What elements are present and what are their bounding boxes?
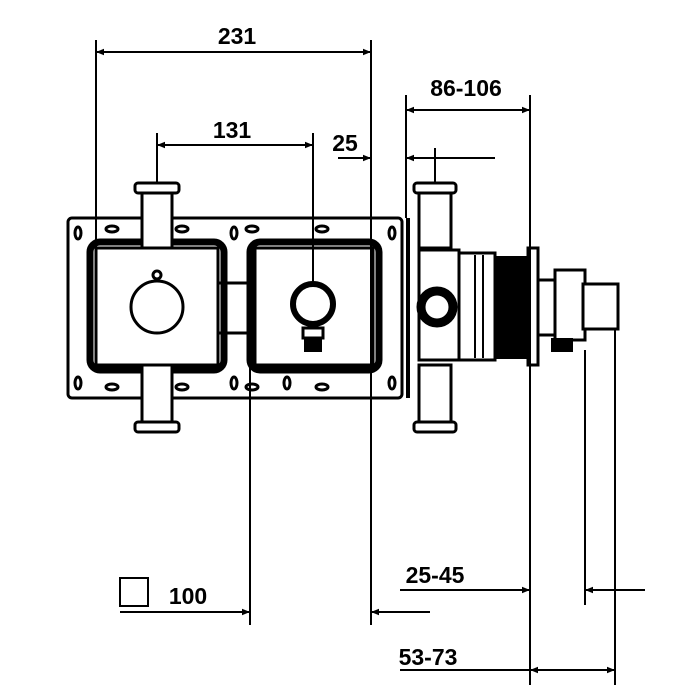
dim-valve-spacing: 131 — [213, 117, 252, 143]
side-view-body — [406, 181, 620, 434]
dimension-lines — [96, 48, 645, 674]
right-valve-body — [246, 238, 383, 374]
dim-wall-range-1: 25-45 — [406, 562, 465, 588]
dim-depth-range: 86-106 — [430, 75, 502, 101]
dim-square-100: 100 — [169, 583, 207, 609]
dim-overall-width: 231 — [218, 23, 257, 49]
square-symbol-icon — [119, 577, 149, 607]
extension-lines — [95, 40, 616, 685]
dim-offset: 25 — [332, 130, 358, 156]
dim-wall-range-2: 53-73 — [399, 644, 458, 670]
left-valve-body — [86, 181, 228, 434]
